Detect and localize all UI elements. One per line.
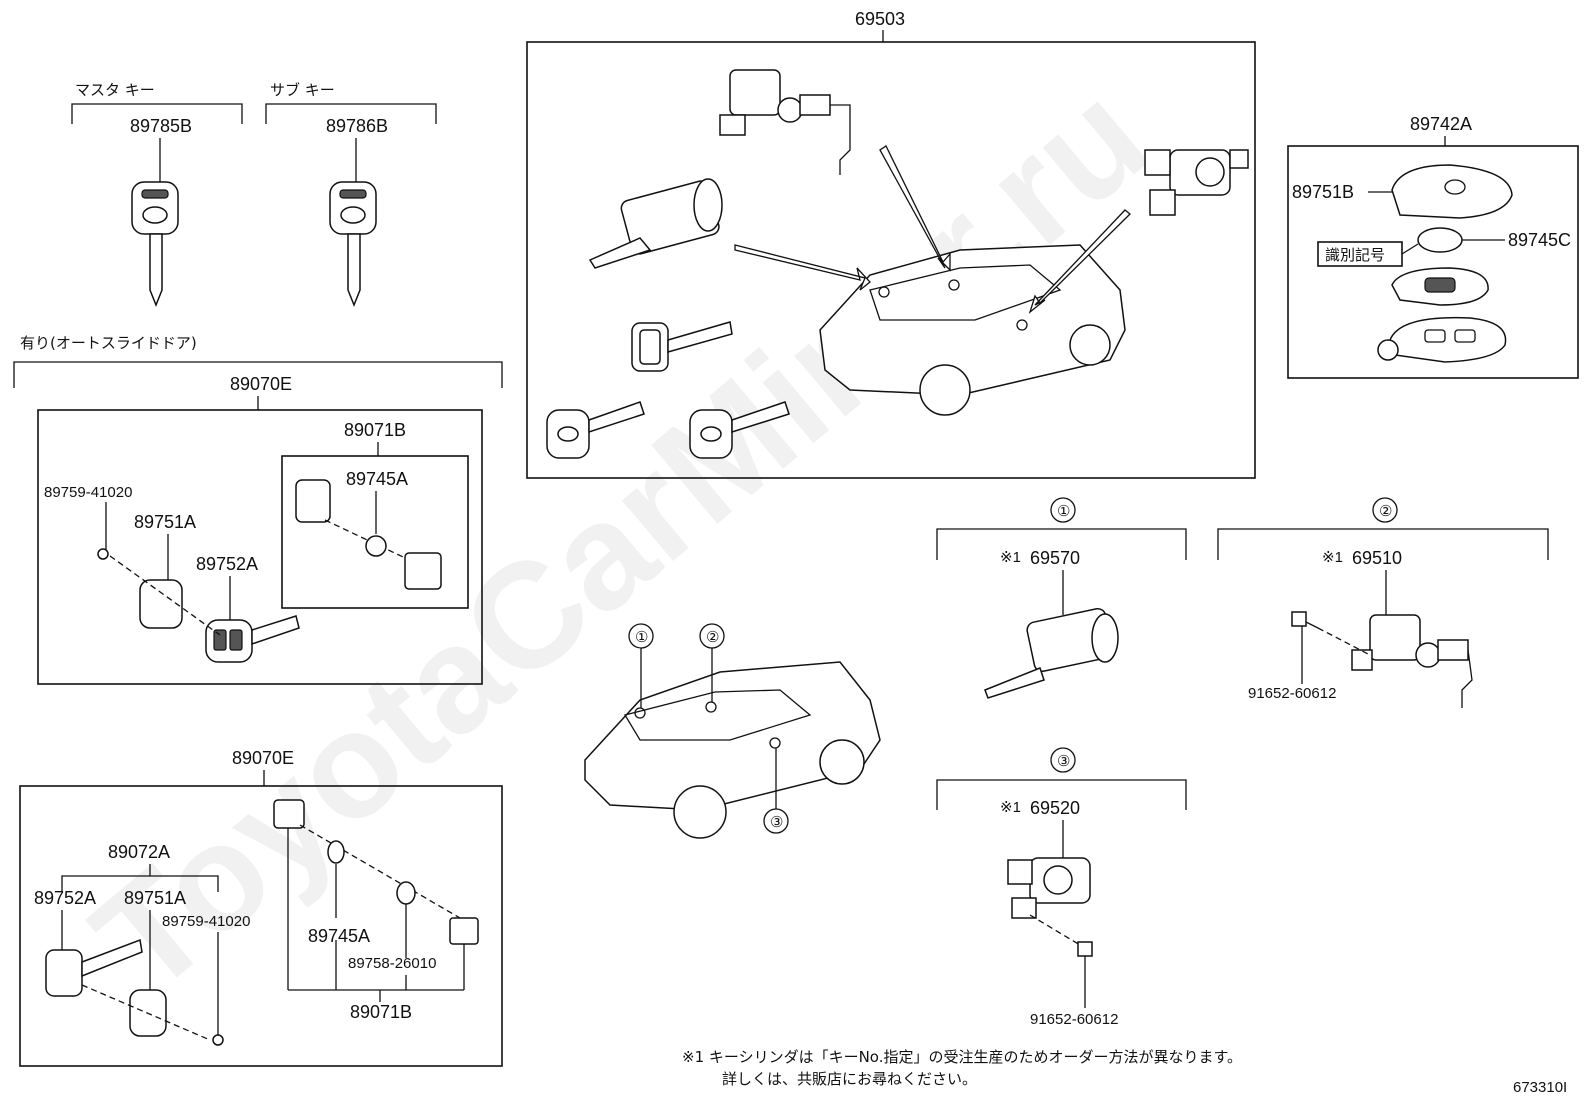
circuit-board-icon [404, 552, 442, 590]
cyl-2-group: ② ※1 69510 91652-60612 [1217, 497, 1549, 708]
coin-battery-icon [365, 535, 387, 557]
cyl-1-part[interactable]: 69570 [1030, 548, 1080, 568]
coin-battery-icon [1417, 227, 1463, 253]
lower-subset-b-label[interactable]: 89071B [350, 1002, 412, 1022]
lower-oring-label[interactable]: 89758-26010 [348, 955, 436, 972]
car-icon-upper [819, 244, 1126, 416]
set-69503-group: 69503 [526, 9, 1256, 479]
remote-key-icon [205, 615, 300, 663]
auto-slide-label: 有り(オートスライドドア) [20, 334, 197, 352]
remote-group: 89742A 89751B 89745C 識別記号 [1287, 114, 1579, 379]
arrow-icon [1028, 209, 1131, 314]
arrow-icon [879, 145, 951, 272]
sub-key-icon [329, 181, 377, 308]
callout-2[interactable]: ② [706, 629, 719, 646]
bolt-icon [1291, 611, 1319, 629]
coin-battery-icon [327, 840, 345, 864]
ignition-cylinder-icon [588, 178, 723, 269]
o-ring-icon [396, 881, 416, 905]
master-key-label: マスタ キー [75, 81, 155, 99]
transponder-key-icon-1 [546, 401, 645, 459]
back-door-cylinder-icon [1007, 857, 1091, 919]
bolt-icon [1077, 941, 1093, 966]
cover-piece-icon [295, 479, 331, 523]
cyl-3-callout: ③ [1057, 753, 1070, 770]
plain-key-icon [45, 938, 143, 997]
auto-slide-set-label[interactable]: 89070E [230, 374, 292, 394]
remote-id-tag: 識別記号 [1325, 246, 1385, 264]
remote-cover-icon [1377, 316, 1507, 363]
note-line-1: ※1 キーシリンダは「キーNo.指定」の受注生産のためオーダー方法が異なります。 [682, 1048, 1242, 1066]
door-cylinder-icon [719, 69, 851, 175]
cyl-1-mark: ※1 [1000, 549, 1021, 566]
footer-code: 673310I [1513, 1079, 1567, 1096]
remote-case-icon [1391, 164, 1513, 219]
screw-icon [212, 1034, 224, 1046]
holder-icon [273, 799, 305, 829]
lower-screw-label[interactable]: 89759-41020 [162, 913, 250, 930]
master-key-part[interactable]: 89785B [130, 116, 192, 136]
lower-set-label[interactable]: 89070E [232, 748, 294, 768]
remote-battery-label[interactable]: 89745C [1508, 230, 1571, 250]
lower-cover-label[interactable]: 89751A [124, 888, 186, 908]
lower-set-group: 89070E 89072A 89752A 89751A 89759-41020 … [19, 748, 503, 1067]
ignition-cylinder-icon [984, 607, 1119, 699]
set-69503-label[interactable]: 69503 [855, 9, 905, 29]
cyl-3-mark: ※1 [1000, 799, 1021, 816]
auto-slide-screw-label[interactable]: 89759-41020 [44, 484, 132, 501]
note-line-2: 詳しくは、共販店にお尋ねください。 [722, 1070, 978, 1088]
remote-set-label[interactable]: 89742A [1410, 114, 1472, 134]
transponder-key-icon-2 [689, 401, 790, 459]
sub-key-group: サブ キー 89786B [265, 81, 437, 308]
lower-subset-a-label[interactable]: 89072A [108, 842, 170, 862]
remote-case-label[interactable]: 89751B [1292, 182, 1354, 202]
cyl-2-bolt[interactable]: 91652-60612 [1248, 685, 1336, 702]
door-cylinder-icon [1351, 614, 1473, 708]
callout-1[interactable]: ① [635, 629, 648, 646]
master-key-group: マスタ キー 89785B [71, 81, 243, 308]
cyl-1-callout: ① [1057, 503, 1070, 520]
auto-slide-group: 有り(オートスライドドア) 89070E 89071B 89745A 89759… [13, 334, 503, 685]
screw-icon [97, 548, 109, 560]
auto-slide-cover-label[interactable]: 89751A [134, 512, 196, 532]
sub-key-label: サブ キー [270, 81, 335, 99]
master-key-icon [131, 181, 179, 308]
car-icon-lower [584, 661, 881, 811]
sub-key-part[interactable]: 89786B [326, 116, 388, 136]
auto-slide-key-label[interactable]: 89752A [196, 554, 258, 574]
arrow-icon [734, 244, 871, 291]
cyl-1-group: ① ※1 69570 [936, 497, 1187, 699]
cyl-2-mark: ※1 [1322, 549, 1343, 566]
plain-key-icon [631, 321, 733, 372]
cyl-2-part[interactable]: 69510 [1352, 548, 1402, 568]
callout-3[interactable]: ③ [770, 814, 783, 831]
car-callout-group: ① ② ③ [584, 623, 881, 839]
back-door-cylinder-icon [1144, 149, 1249, 216]
cyl-3-part[interactable]: 69520 [1030, 798, 1080, 818]
lower-battery-label[interactable]: 89745A [308, 926, 370, 946]
auto-slide-battery-label[interactable]: 89745A [346, 469, 408, 489]
lower-key-label[interactable]: 89752A [34, 888, 96, 908]
auto-slide-subset-label[interactable]: 89071B [344, 420, 406, 440]
board-icon [449, 917, 479, 945]
cyl-3-bolt[interactable]: 91652-60612 [1030, 1011, 1118, 1028]
key-cover-icon [139, 579, 183, 629]
remote-board-icon [1391, 267, 1489, 306]
cyl-2-callout: ② [1379, 503, 1392, 520]
cyl-3-group: ③ ※1 69520 91652-60612 [936, 747, 1187, 1028]
